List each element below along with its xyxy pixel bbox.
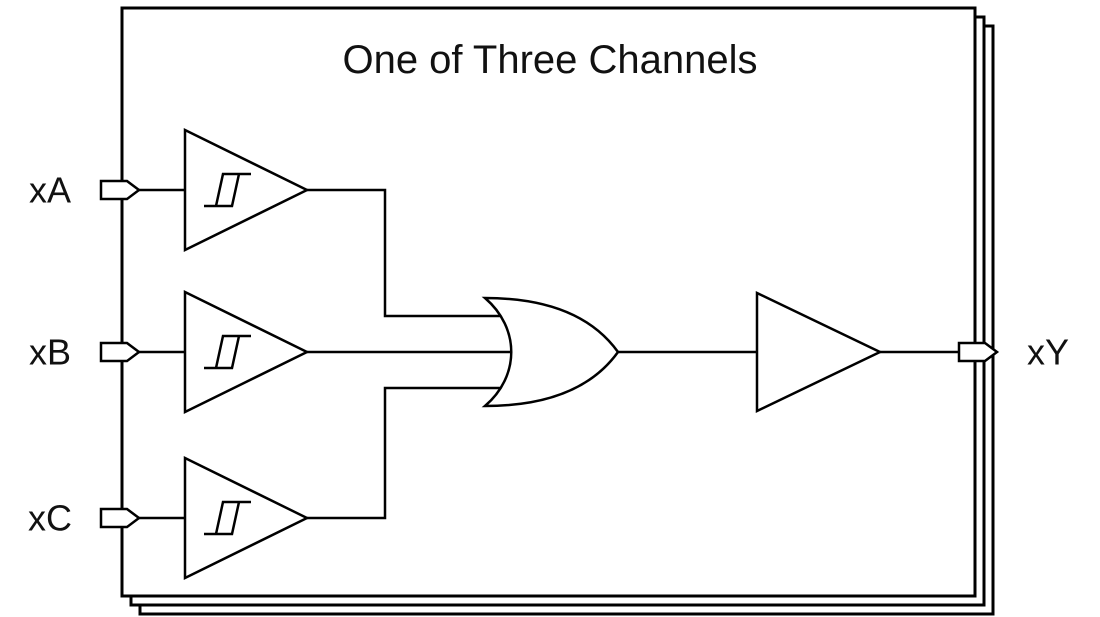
output-label-xy: xY [1027,332,1069,373]
hysteresis-icon [204,500,251,536]
input-pin-xb-icon [99,341,142,363]
hysteresis-icon [204,334,251,370]
input-pin-xc-icon [99,507,142,529]
schmitt-buffer-xb [183,289,310,415]
hysteresis-icon [204,172,251,208]
schmitt-triangle-icon [183,127,310,253]
schmitt-buffer-xa [183,127,310,253]
wire-xc-to-or [306,386,520,520]
schmitt-triangle-icon [183,455,310,581]
output-pin-xy-icon [957,341,1000,363]
or-gate-icon [481,296,620,408]
diagram-title: One of Three Channels [342,38,757,82]
wire-xa-to-or [306,188,520,318]
output-buffer-icon [755,291,883,413]
schmitt-buffer-xc [183,455,310,581]
input-pin-xa-icon [99,179,142,201]
schmitt-triangle-icon [183,289,310,415]
input-label-xb: xB [29,332,71,373]
input-label-xa: xA [29,170,71,211]
input-label-xc: xC [28,498,72,539]
